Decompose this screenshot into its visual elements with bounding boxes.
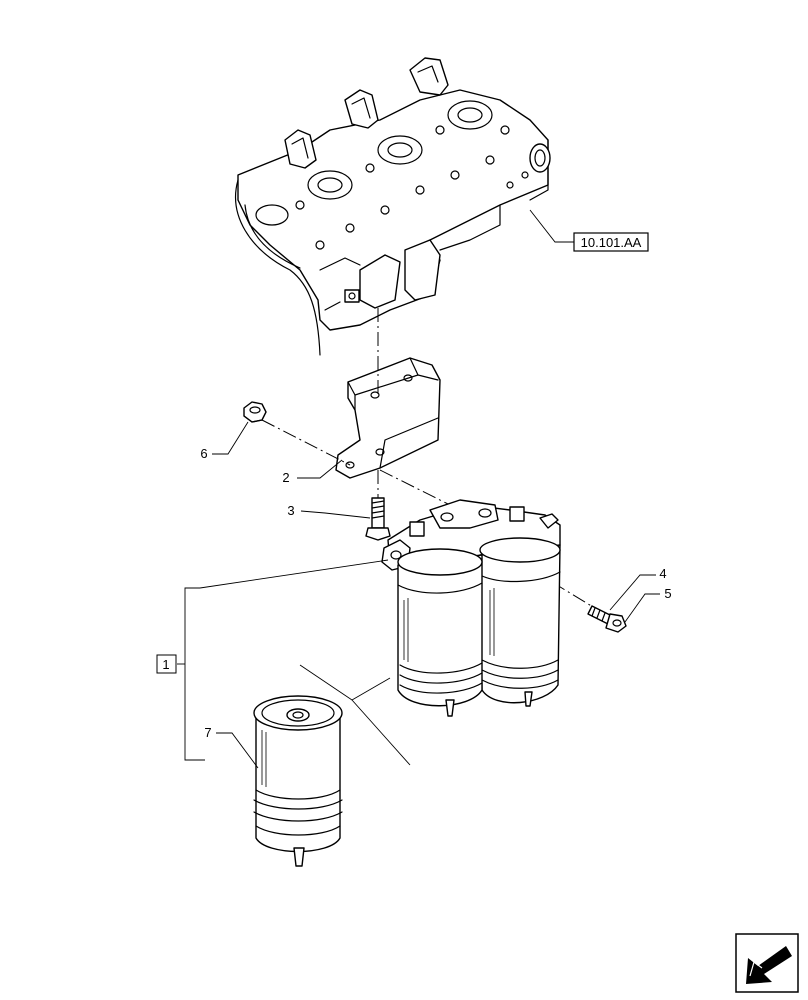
- callout-7-leader: [216, 732, 259, 769]
- callout-4-label[interactable]: 4: [659, 566, 666, 581]
- callout-6-label[interactable]: 6: [200, 446, 207, 461]
- callout-6-leader: [212, 421, 249, 455]
- callout-5-label[interactable]: 5: [664, 586, 671, 601]
- callout-4-leader: [609, 574, 656, 611]
- callout-1-leader-top: [199, 559, 389, 589]
- cylinder-head-drawing: [235, 57, 551, 356]
- callout-2-leader: [297, 459, 343, 479]
- callout-7-label[interactable]: 7: [204, 725, 211, 740]
- reference-label: 10.101.AA: [581, 235, 642, 250]
- filter-assembly: [381, 499, 561, 717]
- callout-5-leader: [624, 593, 660, 623]
- assembly-line-bracket-filter: [379, 469, 451, 506]
- arrow-back-icon[interactable]: [735, 933, 799, 993]
- cartridge-guide-2: [351, 699, 411, 766]
- callout-1-leader: [184, 587, 205, 761]
- nut-part: [243, 401, 267, 423]
- filter-cartridge: [253, 695, 343, 867]
- reference-leader: [529, 209, 574, 243]
- screw-part: [587, 605, 627, 633]
- callout-2-label[interactable]: 2: [282, 470, 289, 485]
- callout-3-label[interactable]: 3: [287, 503, 294, 518]
- reference-tag[interactable]: 10.101.AA: [573, 232, 649, 252]
- callout-3-leader: [300, 510, 371, 519]
- bracket-part: [335, 357, 441, 479]
- callout-1-box: [156, 654, 177, 674]
- assembly-line-nut-bracket: [261, 419, 351, 466]
- cartridge-guide-1: [299, 664, 391, 701]
- callout-1-label[interactable]: 1: [162, 657, 169, 672]
- bolt-part: [365, 497, 391, 541]
